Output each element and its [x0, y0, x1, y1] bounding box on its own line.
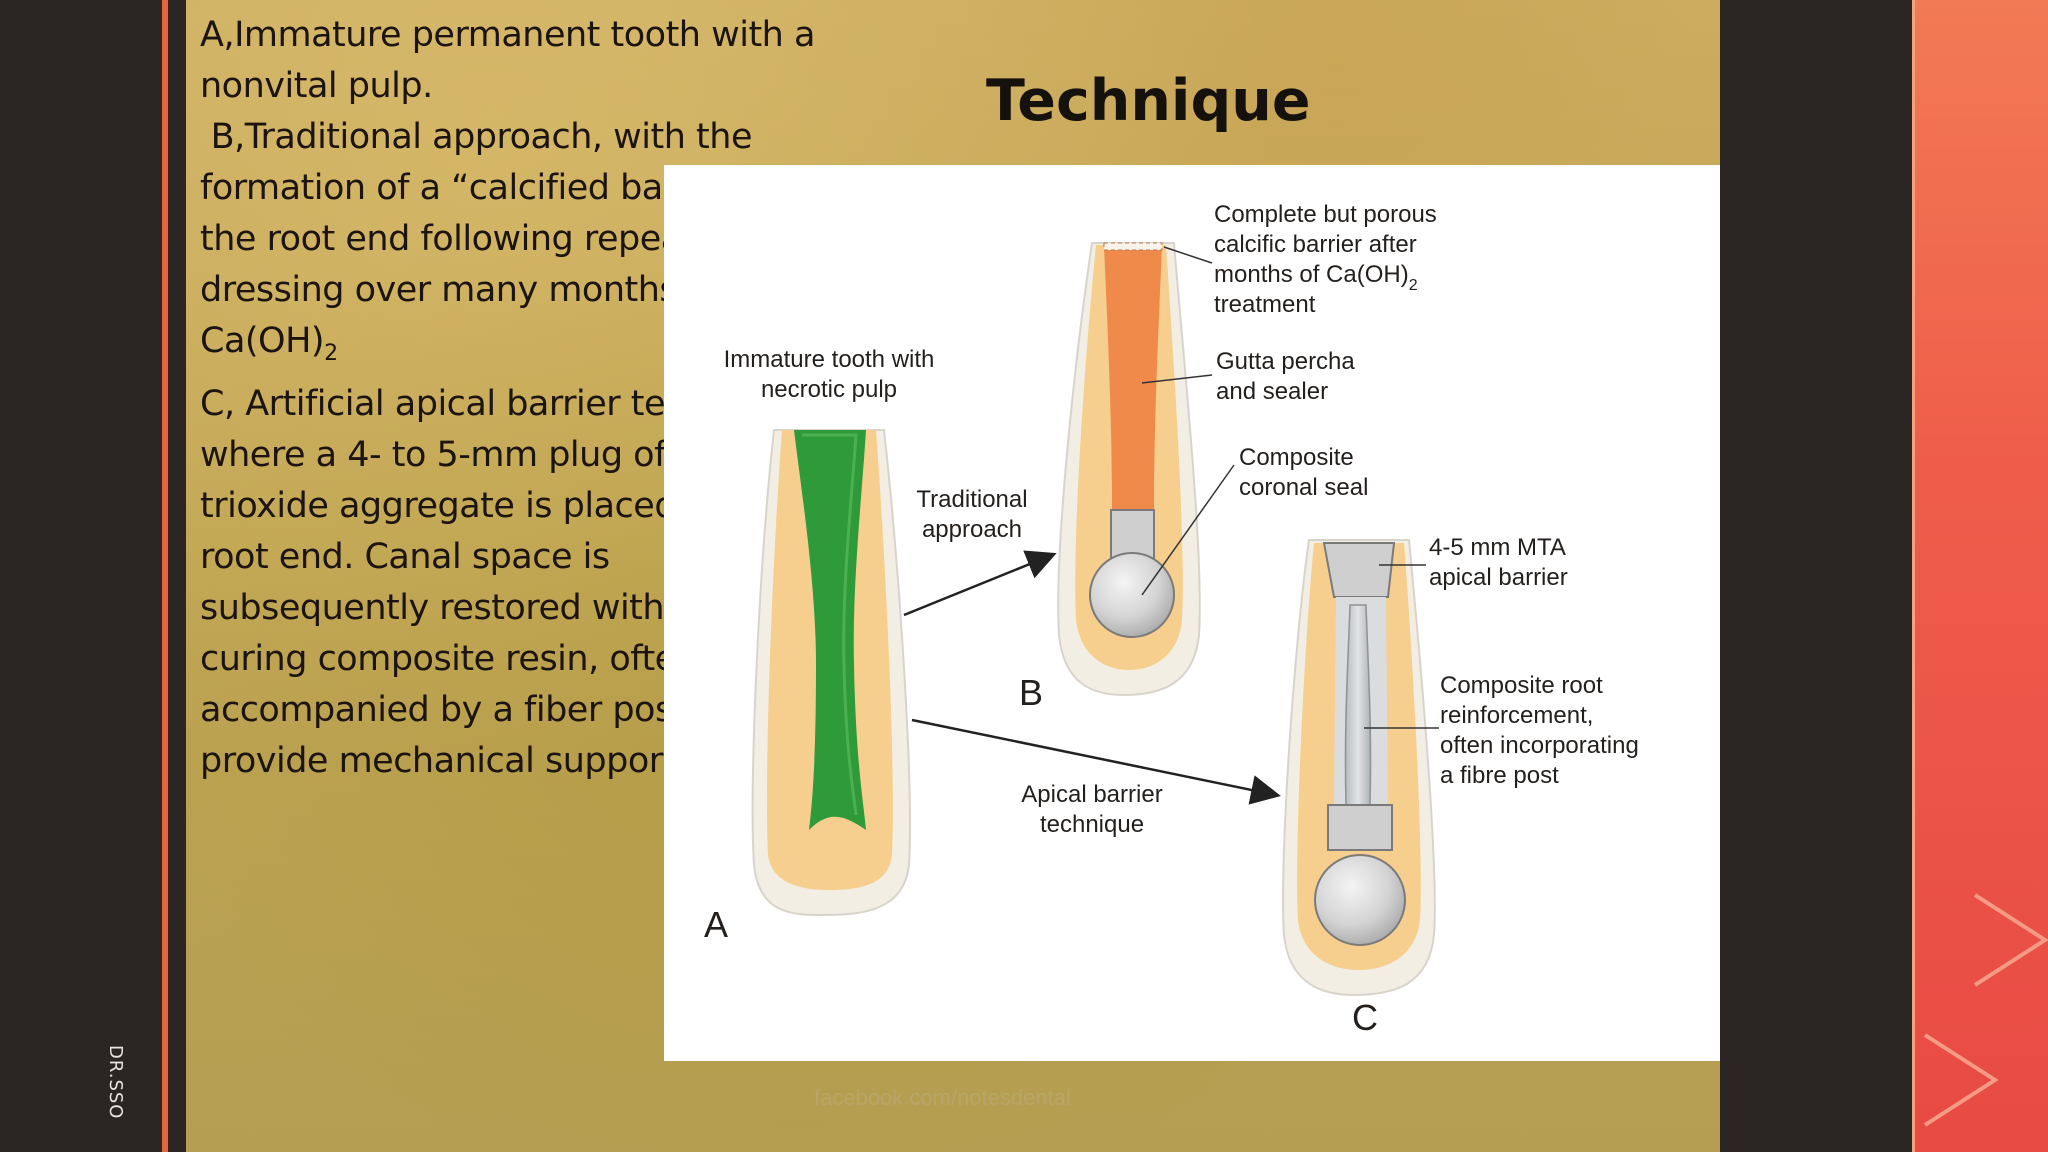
panel-label-c: C — [1352, 997, 1378, 1038]
slide-title: Technique — [986, 68, 1311, 134]
leader-composite-seal — [1141, 464, 1235, 596]
panel-label-a: A — [704, 904, 728, 945]
label-reinforce-2: reinforcement, — [1440, 702, 1593, 729]
label-gutta-2: and sealer — [1216, 378, 1328, 405]
left-dark-panel — [0, 0, 164, 1152]
label-traditional-1: Traditional — [916, 486, 1027, 513]
label-reinforce-3: often incorporating — [1440, 732, 1639, 759]
label-reinforce-1: Composite root — [1440, 672, 1603, 699]
decorative-red-panel — [1912, 0, 2048, 1152]
accent-divider — [162, 0, 168, 1152]
description-a: A,Immature permanent tooth with a nonvit… — [200, 15, 815, 106]
leader-calcific — [1163, 246, 1213, 264]
apical-arrow — [911, 718, 1281, 805]
author-credit: DR.SSO — [105, 1045, 126, 1120]
label-composite-seal-1: Composite — [1239, 444, 1354, 471]
label-traditional-2: approach — [922, 516, 1022, 543]
label-gutta-1: Gutta percha — [1216, 348, 1355, 375]
traditional-arrow — [903, 550, 1057, 617]
chevron-decoration-icon — [1923, 1033, 1999, 1127]
label-apical-1: Apical barrier — [1021, 781, 1162, 808]
label-calcific-2: calcific barrier after — [1214, 231, 1417, 258]
right-dark-panel — [1720, 0, 1912, 1152]
tooth-diagram: Immature tooth with necrotic pulp Tradit… — [704, 201, 1639, 1038]
tooth-b — [1057, 242, 1201, 697]
label-reinforce-4: a fibre post — [1440, 762, 1559, 789]
label-calcific-4: treatment — [1214, 291, 1316, 318]
label-apical-2: technique — [1040, 811, 1144, 838]
slide-canvas: A,Immature permanent tooth with a nonvit… — [186, 0, 1720, 1152]
chevron-decoration-icon — [1973, 893, 2048, 987]
label-composite-seal-2: coronal seal — [1239, 474, 1368, 501]
leader-gutta — [1141, 374, 1213, 384]
technique-figure: Immature tooth with necrotic pulp Tradit… — [664, 165, 1720, 1061]
label-immature-1: Immature tooth with — [724, 346, 935, 373]
panel-label-b: B — [1019, 672, 1043, 713]
label-mta-2: apical barrier — [1429, 564, 1568, 591]
label-calcific-1: Complete but porous — [1214, 201, 1437, 228]
label-immature-2: necrotic pulp — [761, 376, 897, 403]
label-mta-1: 4-5 mm MTA — [1429, 534, 1566, 561]
label-calcific-3: months of Ca(OH)2 — [1214, 261, 1418, 294]
tooth-c — [1282, 539, 1436, 997]
tooth-a — [751, 429, 911, 917]
watermark: facebook.com/notesdental — [814, 1085, 1071, 1110]
description-c: C, Artificial apical barrier technique, … — [200, 384, 812, 781]
